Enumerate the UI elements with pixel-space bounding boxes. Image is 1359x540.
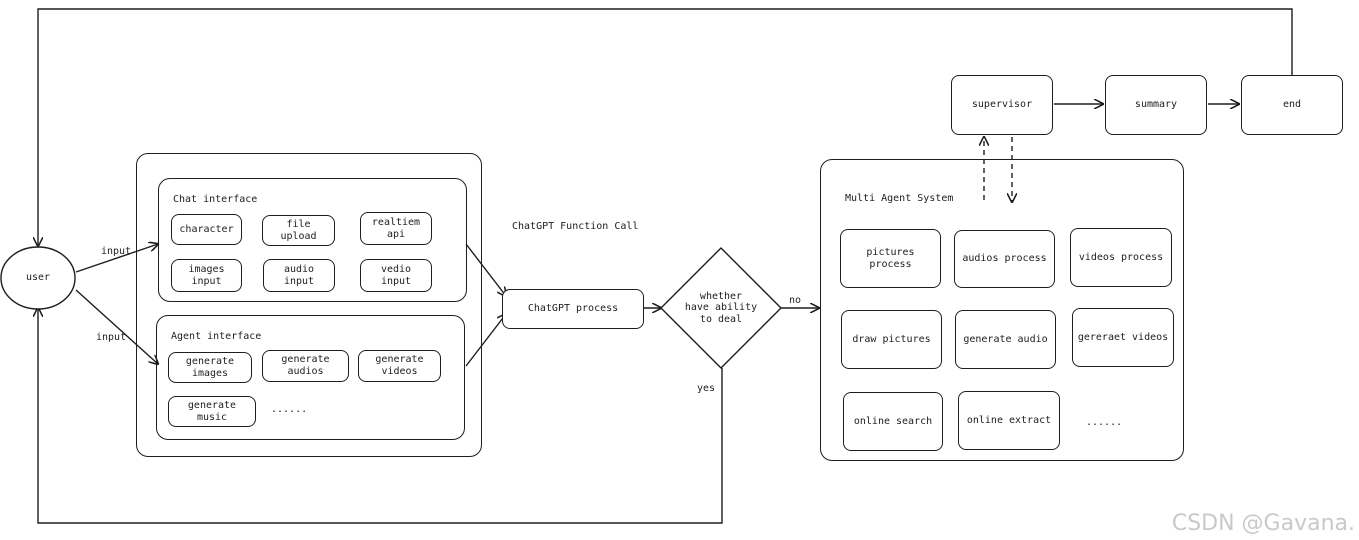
agent-draw-pictures: draw pictures: [841, 310, 942, 369]
user-node-shape: [0, 246, 76, 310]
interface-container: [136, 153, 482, 457]
chat-item-audio-input: audio input: [263, 259, 335, 292]
agent-item-generate-audios: generate audios: [262, 350, 349, 382]
agent-interface-group: [156, 315, 465, 440]
edge-end-to-user: [38, 8, 1293, 246]
chatgpt-process-node: ChatGPT process: [502, 289, 644, 329]
chat-item-vedio-input: vedio input: [360, 259, 432, 292]
agent-gereraet-videos: gereraet videos: [1072, 308, 1174, 367]
agent-videos-process: videos process: [1070, 228, 1172, 287]
function-call-label: ChatGPT Function Call: [512, 221, 639, 232]
chat-interface-title: Chat interface: [173, 194, 258, 205]
chat-item-images-input: images input: [171, 259, 242, 292]
agent-audios-process: audios process: [954, 230, 1055, 288]
agent-item-more: ......: [271, 404, 308, 415]
edge-yes-to-user: [38, 308, 723, 524]
agent-pictures-process: pictures process: [840, 229, 941, 288]
edge-user-to-agent: [75, 289, 158, 364]
multi-agent-more: ......: [1086, 417, 1123, 428]
decision-node-text: whether have ability to deal: [684, 290, 758, 325]
agent-interface-title: Agent interface: [171, 331, 262, 342]
supervisor-node: supervisor: [951, 75, 1053, 135]
end-node: end: [1241, 75, 1343, 135]
user-node: user: [25, 272, 51, 283]
edge-label-input-top: input: [101, 246, 132, 257]
multi-agent-system-title: Multi Agent System: [845, 193, 954, 204]
chat-item-character: character: [171, 214, 242, 245]
agent-generate-audio: generate audio: [955, 310, 1056, 369]
agent-online-search: online search: [843, 392, 943, 451]
edge-user-to-chat: [75, 244, 158, 273]
decision-diamond: [660, 247, 782, 369]
chat-item-file-upload: file upload: [262, 215, 335, 246]
watermark: CSDN @Gavana.: [1171, 511, 1355, 536]
agent-online-extract: online extract: [958, 391, 1060, 450]
edge-chat-to-process: [465, 243, 506, 296]
agent-item-generate-videos: generate videos: [358, 350, 441, 382]
multi-agent-system-group: [820, 159, 1184, 461]
edge-label-no: no: [789, 295, 802, 306]
agent-item-generate-images: generate images: [168, 352, 252, 383]
summary-node: summary: [1105, 75, 1207, 135]
agent-item-generate-music: generate music: [168, 396, 256, 427]
edge-agent-to-process: [465, 314, 506, 367]
chat-interface-group: [158, 178, 467, 302]
edge-label-yes: yes: [697, 383, 716, 394]
edge-label-input-bottom: input: [96, 332, 127, 343]
chat-item-realtime-api: realtiem api: [360, 212, 432, 245]
